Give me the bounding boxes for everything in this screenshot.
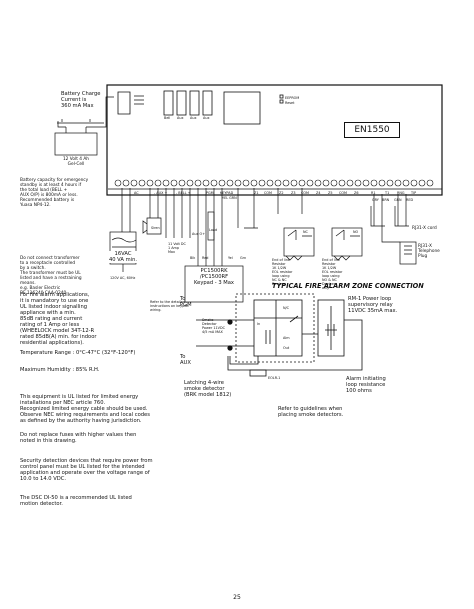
fire-note: For fire alarm applications, it is manda…: [20, 292, 97, 346]
tel-wire-brn: BRN: [382, 198, 390, 202]
terminal-label-com: COM: [339, 191, 347, 195]
jumper-aux-label: Aux: [190, 116, 197, 120]
alarm-initiating-label: Alarm initiating loop resistance 100 ohm…: [346, 376, 386, 394]
terminal-label-z1: Z1: [254, 191, 259, 195]
terminal-label-tip: TIP: [411, 191, 417, 195]
out-label: Out: [283, 346, 290, 350]
terminal-label-keypad: KEYPAD: [220, 191, 234, 195]
transformer-label: 16VAC 40 VA min.: [104, 251, 142, 263]
siren-label: Siren: [151, 226, 160, 230]
latching-detector-label: Latching 4-wire smoke detector (BRK mode…: [184, 380, 232, 398]
terminal-label-com: COM: [264, 191, 272, 195]
power-loop-label: RM-1 Power loop supervisory relay 11VDC …: [348, 296, 398, 314]
wire-yel-label: Yel: [228, 256, 233, 260]
model-label: EN1550: [344, 122, 400, 138]
transformer-note: Do not connect transformer to a receptac…: [20, 256, 82, 296]
wire-grn-label: Grn: [240, 256, 247, 260]
fire-zone-connection: [196, 293, 363, 377]
keypad-label: PC1500RK /PC1500RF Keypad - 3 Max: [193, 268, 234, 286]
reset-label: Reset: [285, 101, 295, 105]
tel-wire-gry: GRY: [372, 198, 379, 202]
terminal-label-z5: Z5: [328, 191, 333, 195]
ul-note: This equipment is UL listed for limited …: [20, 394, 150, 424]
wire-blk-label: Blk: [190, 256, 196, 260]
smoke-power-label: Smoke Detector Power 11VDC 4/5 mA MAX: [202, 318, 225, 334]
tel-wire-red: RED: [406, 198, 414, 202]
security-note: Security detection devices that require …: [20, 458, 153, 482]
dsc-note: The DSC DI-50 is a recommended UL listed…: [20, 495, 132, 507]
max-humidity: Maximum Humidity : 85% R.H.: [20, 367, 100, 373]
terminal-label-pgm: PGM: [206, 191, 214, 195]
terminal-label-ac: AC: [134, 191, 139, 195]
terminal-label-bell: - BELL +: [176, 191, 191, 195]
eolr-label: EOLR-1: [268, 376, 281, 380]
telephone-cord-label: RJ31-X cord: [412, 226, 437, 231]
nc-label: NC: [303, 230, 308, 234]
terminal-label-t1: T1: [385, 191, 390, 195]
to-pgm-label: To PGM: [180, 296, 192, 308]
fire-zone-heading: TYPICAL FIRE ALARM ZONE CONNECTION: [272, 282, 424, 290]
aux-out-label: Aux O+: [192, 232, 206, 236]
keypad-wire-colors: YEL GRN: [222, 196, 237, 200]
load-label: Load: [209, 228, 218, 232]
alarm-label: Alm: [283, 336, 290, 340]
terminal-label-aux: - AUX +: [154, 191, 168, 195]
to-aux-label: To AUX: [180, 354, 191, 366]
terminal-label-z6: Z6: [354, 191, 359, 195]
page-number: 25: [233, 594, 241, 601]
keypad-note: Refer to the detailed instructions on ke…: [150, 300, 189, 312]
eeprom-label: EEPROM: [285, 96, 300, 100]
fuse-note: Do not replace fuses with higher values …: [20, 432, 137, 444]
alarm-in-label: In: [257, 322, 261, 326]
battery-charge-label: Battery Charge Current is 360 mA Max: [61, 91, 101, 109]
terminal-label-r1: R1: [371, 191, 376, 195]
eol-label-nc: End of line Resistor 1K 1/2W EOL resisto…: [272, 258, 293, 286]
terminal-label-z4: Z4: [316, 191, 321, 195]
refer-label: Refer to guidelines when placing smoke d…: [278, 406, 344, 418]
aux-power-label: 11 Volt DC 1 Amp Max: [168, 242, 186, 254]
jumper-aux-label: Aux: [203, 116, 210, 120]
jumper-aux-label: Aux: [177, 116, 184, 120]
battery-spec: 12 Volt 4 Ah Gel-Cell: [62, 157, 90, 167]
mains-label: 120V AC, 60Hz: [110, 276, 136, 280]
no-label: NO: [353, 230, 359, 234]
control-board: [106, 84, 443, 196]
terminal-label-rng: RNG: [397, 191, 405, 195]
terminal-label-com: COM: [301, 191, 309, 195]
terminal-label-z3: Z3: [291, 191, 296, 195]
temperature-range: Temperature Range : 0°C-47°C (32°F-120°F…: [20, 350, 136, 356]
telephone-jack-label: RJ31-X Telephone Plug: [418, 244, 440, 259]
eol-label-no: End of line Resistor 1K 1/2W EOL resisto…: [322, 258, 343, 290]
terminal-label-z2: Z2: [279, 191, 284, 195]
nc-contact-label: N/C: [283, 306, 290, 310]
battery-capacity-note: Battery capacity for emergency standby i…: [20, 178, 89, 208]
tel-wire-grn: GRN: [394, 198, 402, 202]
jumper-bell-label: Bell: [164, 116, 171, 120]
wire-red-label: Red: [202, 256, 209, 260]
